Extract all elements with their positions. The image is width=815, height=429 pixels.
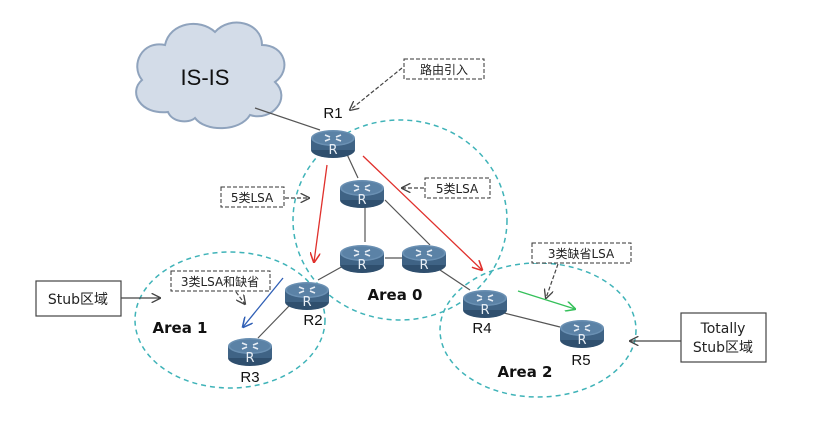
link-r2-r3 xyxy=(257,304,291,339)
lsa5-arrow-to-r4 xyxy=(362,155,482,270)
note-route-import: 路由引入 xyxy=(350,58,485,110)
svg-text:5类LSA: 5类LSA xyxy=(436,182,479,196)
lsa5-arrow-to-r2 xyxy=(314,164,328,262)
router-label-r1: R1 xyxy=(323,105,342,122)
router-core-right xyxy=(401,244,447,274)
router-r4 xyxy=(462,289,508,319)
router-label-r5: R5 xyxy=(571,352,590,369)
isis-cloud: IS-IS xyxy=(135,21,286,130)
stub-area-box: Stub区域 xyxy=(35,280,160,317)
link-r4-r5 xyxy=(499,311,561,328)
svg-text:3类缺省LSA: 3类缺省LSA xyxy=(548,246,615,261)
link-cloud-r1 xyxy=(254,107,321,131)
note-lsa3-default-only: 3类缺省LSA xyxy=(531,242,632,298)
link-coreleft-r2 xyxy=(317,264,346,281)
router-r5 xyxy=(559,319,605,349)
svg-text:Stub区域: Stub区域 xyxy=(693,340,753,356)
svg-text:3类LSA和缺省: 3类LSA和缺省 xyxy=(181,274,259,289)
router-r1 xyxy=(310,129,356,159)
router-label-r2: R2 xyxy=(303,312,322,329)
router-label-r4: R4 xyxy=(472,320,491,337)
router-r2 xyxy=(284,281,330,311)
cloud-label: IS-IS xyxy=(181,65,230,90)
area2-label: Area 2 xyxy=(498,363,553,381)
router-core-left xyxy=(339,244,385,274)
lsa3-arrow-to-r5 xyxy=(517,290,575,309)
area-boundaries xyxy=(134,119,637,398)
area0-label: Area 0 xyxy=(368,286,423,304)
svg-text:Stub区域: Stub区域 xyxy=(48,292,108,308)
note-lsa3-default: 3类LSA和缺省 xyxy=(170,270,271,304)
totally-stub-area-box: Totally Stub区域 xyxy=(630,312,767,363)
note-lsa5-left: 5类LSA xyxy=(220,186,309,208)
link-coretop-coreright xyxy=(384,199,431,246)
lsa3-arrow-to-r3 xyxy=(243,277,284,327)
area1-label: Area 1 xyxy=(153,319,208,337)
router-r3 xyxy=(227,337,273,367)
svg-text:路由引入: 路由引入 xyxy=(420,62,468,77)
note-lsa5-right: 5类LSA xyxy=(402,177,491,199)
link-coreright-r4 xyxy=(439,269,471,291)
router-core-top xyxy=(339,179,385,209)
svg-text:Totally: Totally xyxy=(700,321,746,337)
area0-boundary xyxy=(292,119,508,321)
router-label-r3: R3 xyxy=(240,369,259,386)
svg-text:5类LSA: 5类LSA xyxy=(231,191,274,205)
area1-boundary xyxy=(134,251,326,389)
